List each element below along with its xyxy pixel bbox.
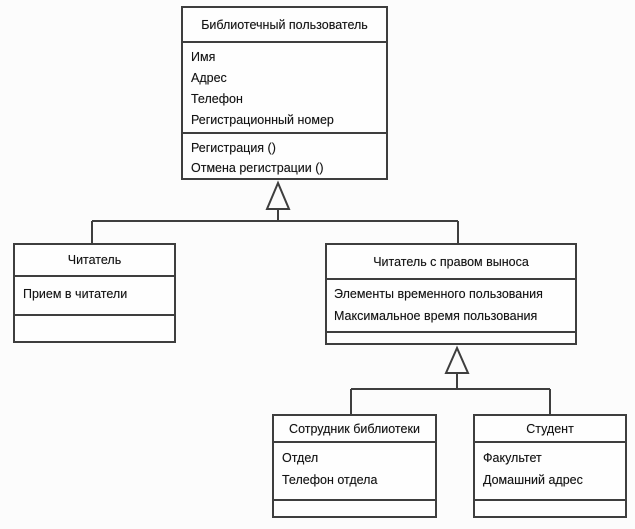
generalization-triangle-icon — [444, 345, 470, 374]
class-operations-empty — [274, 499, 435, 516]
class-box-student: Студент Факультет Домашний адрес — [473, 414, 627, 518]
class-attributes: Прием в читатели — [15, 275, 174, 314]
class-operations: Регистрация () Отмена регистрации () — [183, 132, 386, 178]
class-attributes: Отдел Телефон отдела — [274, 441, 435, 499]
attribute: Факультет — [483, 451, 542, 465]
class-title: Сотрудник библиотеки — [289, 421, 420, 436]
class-attributes: Имя Адрес Телефон Регистрационный номер — [183, 41, 386, 132]
class-title: Читатель — [67, 253, 122, 267]
attribute: Телефон — [191, 92, 243, 106]
connector-line — [91, 209, 459, 245]
class-operations-empty — [327, 331, 575, 343]
generalization-triangle-icon — [265, 180, 291, 210]
class-title: Библиотечный пользователь — [201, 17, 368, 32]
class-title: Читатель с правом выноса — [373, 254, 529, 269]
class-operations-empty — [475, 499, 625, 516]
attribute: Элементы временного пользования — [334, 287, 543, 301]
class-title: Студент — [526, 421, 574, 436]
attribute: Имя — [191, 50, 216, 64]
operation: Отмена регистрации () — [191, 161, 324, 175]
attribute: Адрес — [191, 71, 227, 85]
class-operations-empty — [15, 314, 174, 341]
attribute: Отдел — [282, 451, 319, 465]
operation: Регистрация () — [191, 141, 276, 155]
class-box-library-staff: Сотрудник библиотеки Отдел Телефон отдел… — [272, 414, 437, 518]
attribute: Домашний адрес — [483, 473, 583, 487]
class-box-reader: Читатель Прием в читатели — [13, 243, 176, 343]
attribute: Прием в читатели — [23, 287, 128, 301]
attribute: Регистрационный номер — [191, 113, 334, 127]
class-attributes: Элементы временного пользования Максимал… — [327, 278, 575, 331]
class-attributes: Факультет Домашний адрес — [475, 441, 625, 499]
class-box-library-user: Библиотечный пользователь Имя Адрес Теле… — [181, 6, 388, 180]
connector-line — [350, 373, 551, 416]
attribute: Максимальное время пользования — [334, 309, 538, 323]
attribute: Телефон отдела — [282, 473, 378, 487]
class-box-borrowing-reader: Читатель с правом выноса Элементы времен… — [325, 243, 577, 345]
